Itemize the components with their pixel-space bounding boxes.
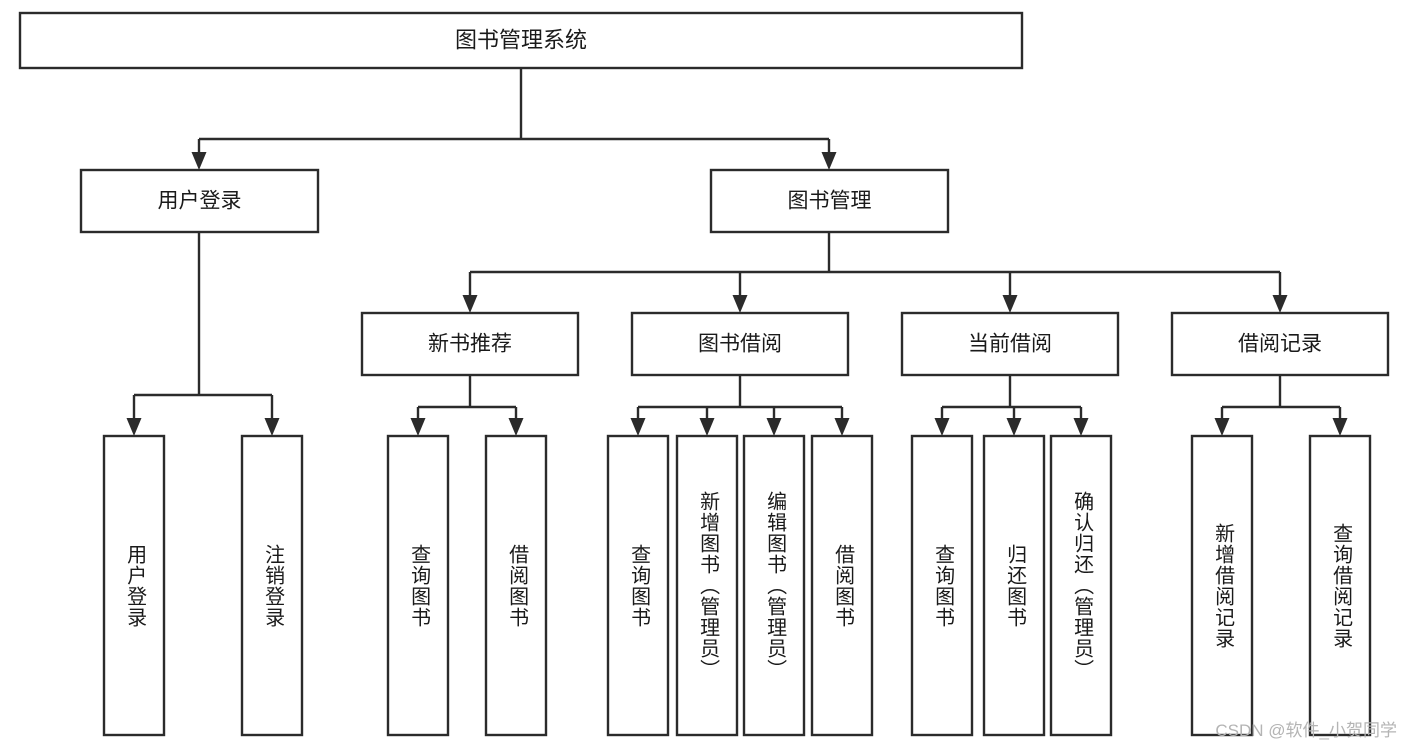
node-leaf-user-login[interactable] — [102, 434, 166, 737]
node-user-login[interactable] — [79, 168, 320, 234]
node-leaf-return-book[interactable] — [982, 434, 1046, 737]
node-current-borrow[interactable] — [900, 311, 1120, 377]
node-book-manage-rect — [709, 168, 950, 234]
node-leaf-add-book-admin[interactable] — [675, 434, 739, 737]
node-root[interactable] — [18, 11, 1024, 70]
arrow-head-icon — [834, 418, 850, 436]
arrow-head-icon — [1272, 295, 1288, 313]
node-leaf-query-borrow-record-rect — [1308, 434, 1372, 737]
node-label-book-manage: 图书管理 — [788, 190, 872, 213]
node-leaf-confirm-return-admin-rect — [1049, 434, 1113, 737]
connector-root-to-level2 — [191, 68, 837, 170]
connector-book-manage-to-level3 — [462, 232, 1288, 313]
arrow-head-icon — [766, 418, 782, 436]
node-leaf-add-book-admin-rect — [675, 434, 739, 737]
node-leaf-confirm-return-admin[interactable] — [1049, 434, 1113, 737]
connector-current-borrow-to-leaves — [934, 375, 1089, 436]
node-leaf-query-book-1-rect — [386, 434, 450, 737]
node-leaf-add-borrow-record[interactable] — [1190, 434, 1254, 737]
node-leaf-edit-book-admin-rect — [742, 434, 806, 737]
node-user-login-rect — [79, 168, 320, 234]
node-leaf-return-book-rect — [982, 434, 1046, 737]
arrow-head-icon — [699, 418, 715, 436]
node-leaf-borrow-book-1[interactable] — [484, 434, 548, 737]
node-borrow-record-rect — [1170, 311, 1390, 377]
node-new-book-recommend[interactable] — [360, 311, 580, 377]
arrow-head-icon — [410, 418, 426, 436]
arrow-head-icon — [1006, 418, 1022, 436]
arrow-head-icon — [1332, 418, 1348, 436]
connector-borrow-record-to-leaves — [1214, 375, 1348, 436]
node-leaf-query-book-2[interactable] — [606, 434, 670, 737]
csdn-watermark: CSDN @软件_小贺同学 — [1215, 721, 1397, 740]
node-book-manage[interactable] — [709, 168, 950, 234]
node-current-borrow-rect — [900, 311, 1120, 377]
node-leaf-borrow-book-2[interactable] — [810, 434, 874, 737]
node-leaf-user-logout[interactable] — [240, 434, 304, 737]
arrow-head-icon — [462, 295, 478, 313]
node-leaf-query-book-2-rect — [606, 434, 670, 737]
node-leaf-user-logout-rect — [240, 434, 304, 737]
node-leaf-borrow-book-2-rect — [810, 434, 874, 737]
node-leaf-user-login-rect — [102, 434, 166, 737]
node-leaf-query-book-1[interactable] — [386, 434, 450, 737]
arrow-head-icon — [1073, 418, 1089, 436]
arrow-head-icon — [821, 152, 837, 170]
arrow-head-icon — [630, 418, 646, 436]
connector-book-borrow-to-leaves — [630, 375, 850, 436]
node-leaf-query-book-3-rect — [910, 434, 974, 737]
arrow-head-icon — [126, 418, 142, 436]
node-leaf-edit-book-admin[interactable] — [742, 434, 806, 737]
node-label-user-login: 用户登录 — [158, 190, 242, 213]
node-root-rect — [18, 11, 1024, 70]
arrow-head-icon — [508, 418, 524, 436]
node-borrow-record[interactable] — [1170, 311, 1390, 377]
node-leaf-add-borrow-record-rect — [1190, 434, 1254, 737]
node-label-new-book-recommend: 新书推荐 — [428, 333, 512, 356]
node-book-borrow[interactable] — [630, 311, 850, 377]
arrow-head-icon — [1214, 418, 1230, 436]
node-book-borrow-rect — [630, 311, 850, 377]
node-leaf-query-borrow-record[interactable] — [1308, 434, 1372, 737]
arrow-head-icon — [264, 418, 280, 436]
node-leaf-borrow-book-1-rect — [484, 434, 548, 737]
arrow-head-icon — [732, 295, 748, 313]
connector-new-book-to-leaves — [410, 375, 524, 436]
node-label-root: 图书管理系统 — [455, 27, 587, 52]
node-leaf-query-book-3[interactable] — [910, 434, 974, 737]
arrow-head-icon — [191, 152, 207, 170]
node-new-book-recommend-rect — [360, 311, 580, 377]
connectors-layer — [126, 68, 1348, 436]
arrow-head-icon — [934, 418, 950, 436]
node-label-current-borrow: 当前借阅 — [968, 333, 1052, 356]
connector-user-login-to-leaves — [126, 232, 280, 436]
arrow-head-icon — [1002, 295, 1018, 313]
node-label-book-borrow: 图书借阅 — [698, 333, 782, 356]
node-label-borrow-record: 借阅记录 — [1238, 333, 1322, 356]
